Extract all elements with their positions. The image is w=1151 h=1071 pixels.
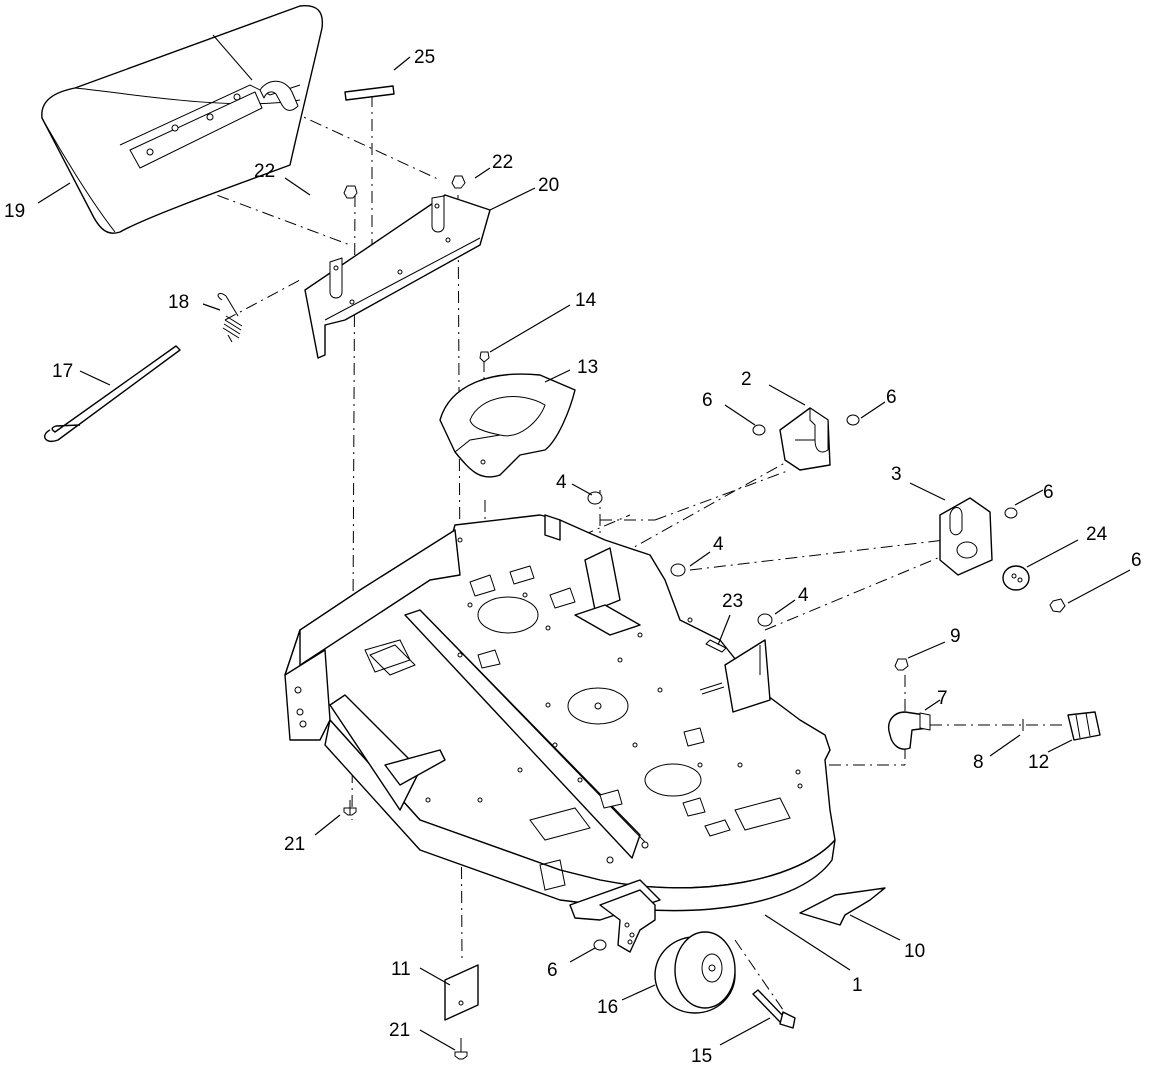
callout-19: 19 xyxy=(4,201,25,222)
callout-22-right: 22 xyxy=(492,152,513,173)
wheel-bracket xyxy=(599,889,656,953)
screw-part-21 xyxy=(343,800,468,1060)
callout-7: 7 xyxy=(937,688,948,709)
callout-1: 1 xyxy=(852,975,863,996)
callout-14: 14 xyxy=(575,290,597,311)
callout-23: 23 xyxy=(722,591,743,612)
callout-12: 12 xyxy=(1028,752,1049,773)
callout-10: 10 xyxy=(904,941,925,962)
callout-2: 2 xyxy=(741,369,752,390)
gauge-wheel xyxy=(654,931,736,1014)
callout-17: 17 xyxy=(52,361,73,382)
elbow-fitting xyxy=(888,711,931,750)
deflector-plate xyxy=(799,887,886,926)
callout-4-b: 4 xyxy=(713,534,724,555)
decal-plate xyxy=(344,85,395,101)
lower-bracket xyxy=(444,964,479,1021)
callout-18: 18 xyxy=(168,292,189,313)
callout-6-e: 6 xyxy=(547,960,558,981)
chute-mount-bracket xyxy=(304,194,491,359)
callout-4-c: 4 xyxy=(798,585,809,606)
wheel-bolt xyxy=(752,989,796,1029)
callout-6-a: 6 xyxy=(702,390,713,411)
callout-4-a: 4 xyxy=(556,472,567,493)
hose-coupler xyxy=(1067,711,1101,741)
callout-21-lower: 21 xyxy=(389,1020,410,1041)
nut-part-6 xyxy=(593,414,1066,951)
nut-part-22 xyxy=(343,175,466,199)
callout-13: 13 xyxy=(577,357,598,378)
callout-6-c: 6 xyxy=(1043,482,1054,503)
callout-21-upper: 21 xyxy=(284,834,305,855)
belt-cover xyxy=(439,373,576,478)
fitting-screw xyxy=(894,658,909,671)
spacer-washer xyxy=(1002,565,1030,591)
callout-24: 24 xyxy=(1086,524,1108,545)
torsion-spring xyxy=(217,293,243,343)
hitch-bracket-2 xyxy=(779,407,831,471)
mower-deck-housing xyxy=(284,514,836,921)
leader-lines xyxy=(37,56,1131,1051)
hitch-bracket-3 xyxy=(939,497,993,576)
callout-6-b: 6 xyxy=(886,387,897,408)
callout-11: 11 xyxy=(391,959,411,980)
callout-16: 16 xyxy=(597,997,618,1018)
callout-9: 9 xyxy=(950,626,961,647)
cover-screw xyxy=(479,351,490,363)
callout-labels: 19 25 22 22 20 18 17 14 13 2 6 6 3 6 4 4… xyxy=(4,47,1142,1067)
carriage-bolt xyxy=(699,639,727,695)
callout-6-d: 6 xyxy=(1131,550,1142,571)
callout-8: 8 xyxy=(973,752,984,773)
callout-22-left: 22 xyxy=(254,161,275,182)
clevis-pin-4 xyxy=(587,491,773,627)
pivot-rod xyxy=(44,345,181,442)
callout-15: 15 xyxy=(691,1046,712,1067)
callout-25: 25 xyxy=(414,47,435,68)
callout-3: 3 xyxy=(891,464,902,485)
callout-20: 20 xyxy=(538,175,559,196)
discharge-chute xyxy=(41,5,324,234)
